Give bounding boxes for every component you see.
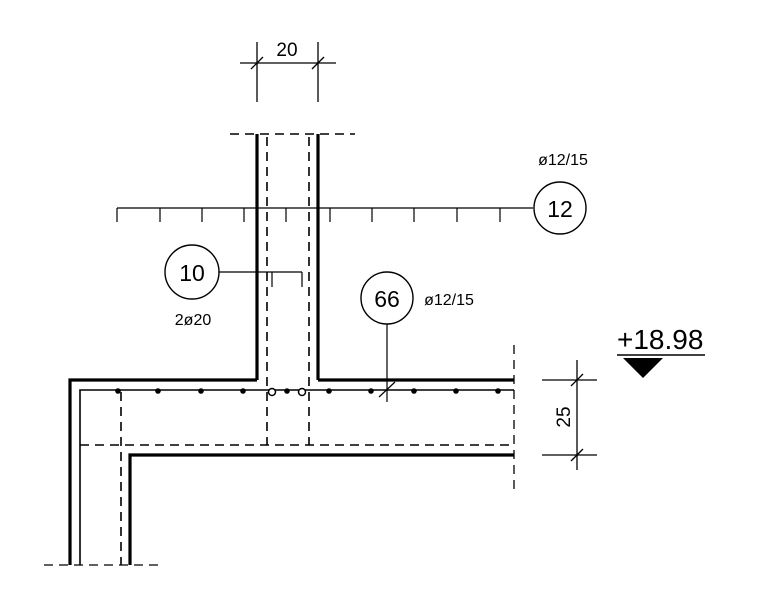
callout-66-id: 66 [374,286,400,312]
dimension-top [240,42,336,102]
callout-12-label: ø12/15 [538,152,588,169]
callout-66-label: ø12/15 [424,292,474,309]
dimension-right [542,360,597,470]
callout-12-id: 12 [547,196,573,222]
dimension-top-label: 20 [276,40,297,61]
callout-10-leader [219,271,303,287]
callout-10-id: 10 [179,260,205,286]
wall-rebar-dashed [266,137,310,445]
dimension-right-label: 25 [554,406,575,427]
distribution-bar-line [116,207,533,222]
level-mark-label: +18.98 [617,324,703,355]
slab-cut-lines [44,345,515,566]
callout-10-label: 2ø20 [175,312,212,329]
rebar-dots [115,388,501,394]
level-mark-symbol [617,354,705,378]
slab-rebar [79,389,514,565]
callout-66-circle [360,271,414,325]
callout-10-circle [164,244,220,300]
rebar-open-circles [267,387,307,397]
slab-rebar-dashed [80,392,514,565]
callout-12-circle [533,181,587,235]
wall-outline [255,134,320,380]
callout-66-leader [378,324,396,402]
slab-outline [68,378,514,565]
